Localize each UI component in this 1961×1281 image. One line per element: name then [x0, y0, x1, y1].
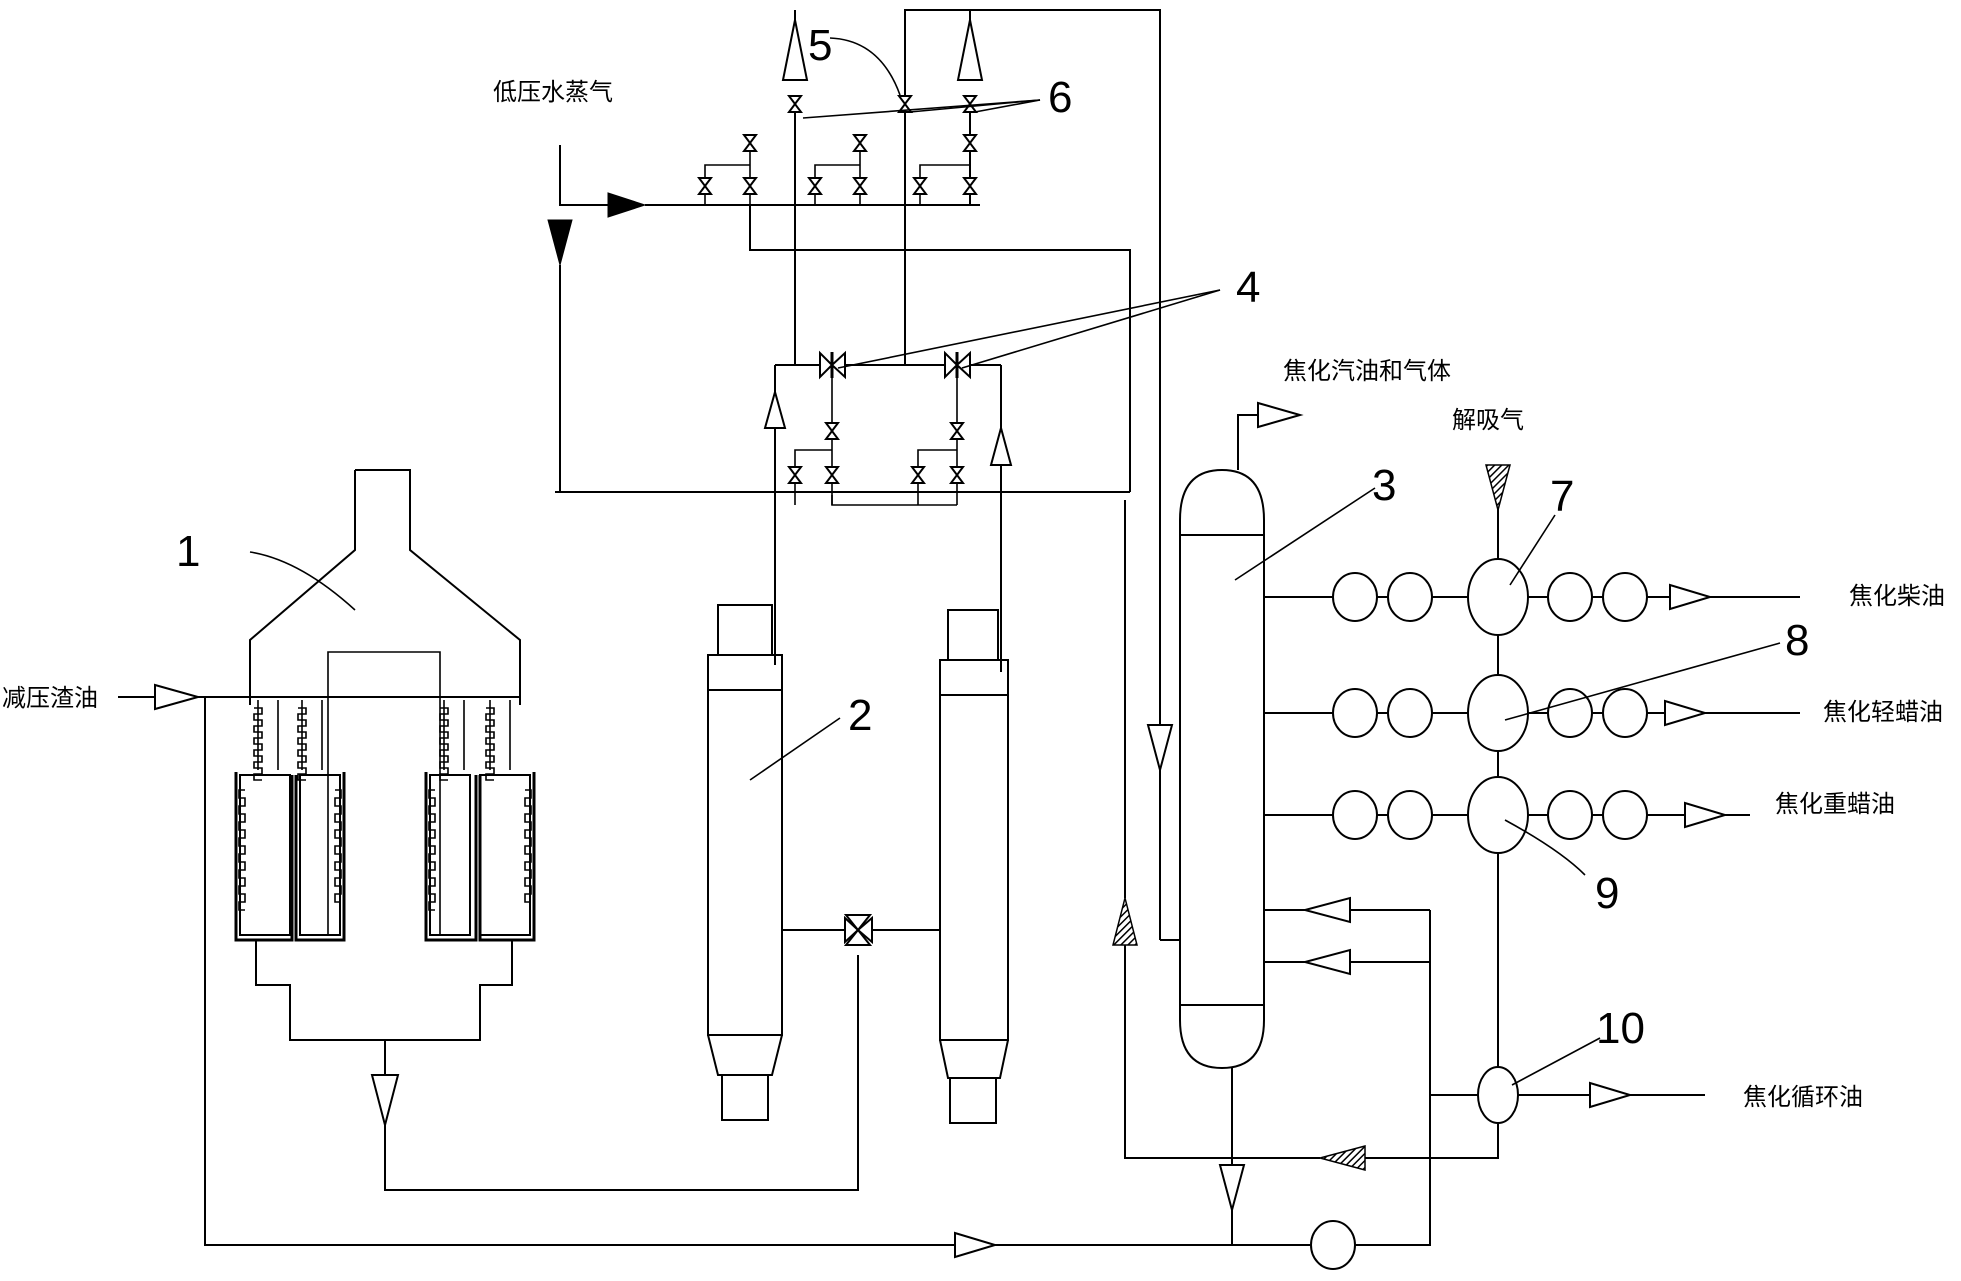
stripper-9-icon — [1467, 776, 1529, 854]
arrow-down-icon — [1218, 1164, 1246, 1214]
side-streams — [1112, 464, 1800, 1171]
label-coker-recycle-oil: 焦化循环油 — [1743, 1083, 1863, 1111]
arrow-up-icon — [956, 19, 984, 81]
callout-5: 5 — [808, 21, 832, 70]
coke-drum-left — [707, 604, 845, 1121]
arrow-down-icon — [370, 1074, 400, 1129]
label-coker-diesel: 焦化柴油 — [1849, 582, 1945, 610]
arrow-down-icon — [547, 219, 573, 267]
fractionator-column — [1179, 401, 1431, 1270]
arrow-up-icon — [781, 19, 809, 81]
small-valves — [787, 422, 965, 484]
callout-2: 2 — [848, 691, 872, 740]
steam-valve-network — [547, 9, 1161, 940]
arrow-right-icon — [607, 192, 647, 218]
stripper-8-icon — [1467, 674, 1529, 752]
leader-lines — [249, 37, 1781, 1086]
arrow-right-icon — [1257, 401, 1304, 429]
hatched-arrow-left-icon — [1317, 1145, 1366, 1171]
callout-4: 4 — [1236, 263, 1260, 312]
callout-6: 6 — [1048, 73, 1072, 122]
label-vacuum-residue: 减压渣油 — [2, 684, 98, 712]
label-coker-light-wax-oil: 焦化轻蜡油 — [1823, 698, 1943, 726]
feed-line — [118, 683, 1310, 1259]
callout-8: 8 — [1785, 616, 1809, 665]
callout-1: 1 — [176, 527, 200, 576]
overhead-lines — [555, 250, 1130, 610]
stripper-10-icon — [1477, 1066, 1519, 1124]
coke-drum-right — [872, 609, 1009, 1124]
arrow-down-icon — [1146, 724, 1174, 774]
hatched-arrow-down-icon — [1485, 464, 1511, 513]
label-coker-gasoline-gas: 焦化汽油和气体 — [1283, 357, 1451, 385]
label-desorption-gas: 解吸气 — [1452, 406, 1524, 434]
callout-numbers: 1 2 3 4 5 6 7 8 9 10 — [176, 21, 1809, 1053]
callout-9: 9 — [1595, 869, 1619, 918]
heating-furnace — [234, 469, 859, 1191]
quench-return-line — [1146, 724, 1180, 941]
diagram-labels: 减压渣油 低压水蒸气 焦化汽油和气体 解吸气 焦化柴油 焦化轻蜡油 焦化重蜡油 … — [2, 78, 1945, 1111]
hatched-arrow-up-icon — [1112, 897, 1138, 946]
four-way-valve-icon — [843, 914, 873, 946]
pump-icon — [1310, 1220, 1356, 1270]
callout-10: 10 — [1596, 1004, 1645, 1053]
callout-7: 7 — [1550, 472, 1574, 521]
valve-icon — [944, 350, 971, 380]
callout-3: 3 — [1372, 461, 1396, 510]
label-low-pressure-steam: 低压水蒸气 — [493, 78, 613, 106]
label-coker-heavy-wax-oil: 焦化重蜡油 — [1775, 790, 1895, 818]
valve-icon — [819, 350, 846, 380]
small-valves-top — [697, 95, 978, 195]
